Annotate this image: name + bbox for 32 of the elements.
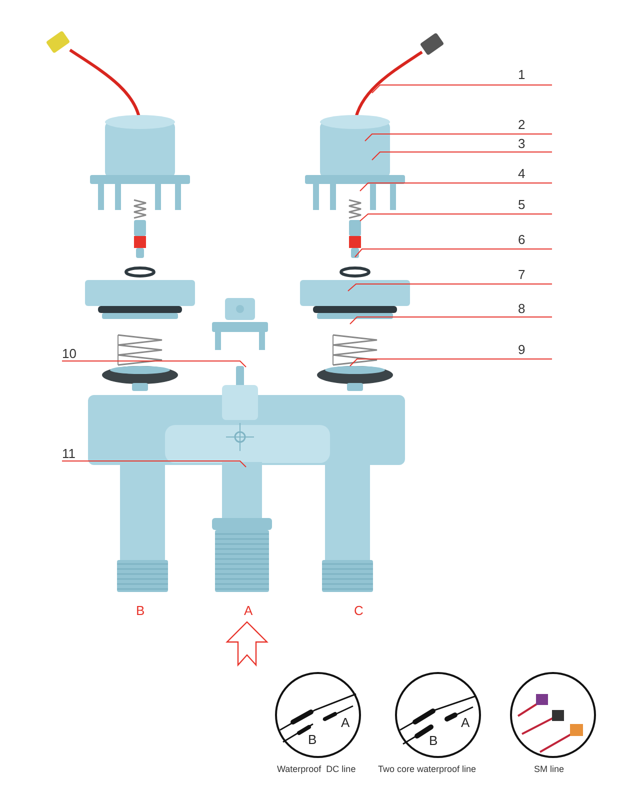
leader-line bbox=[372, 84, 552, 94]
callout-number: 8 bbox=[518, 302, 526, 316]
callout-number: 5 bbox=[518, 198, 526, 212]
inset-caption: Two core waterproof line bbox=[378, 764, 476, 775]
port-letter: C bbox=[354, 604, 364, 618]
callout-number: 1 bbox=[518, 68, 526, 82]
leader-line bbox=[372, 152, 552, 160]
leader-line bbox=[62, 460, 246, 468]
callout-number: 3 bbox=[518, 137, 526, 151]
leader-line bbox=[350, 358, 552, 366]
inset-caption: SM line bbox=[534, 764, 564, 775]
connector-letter: B bbox=[308, 733, 317, 746]
connector-letter: A bbox=[461, 716, 470, 729]
leader-line bbox=[62, 360, 246, 368]
leader-line bbox=[360, 214, 552, 222]
leader-line bbox=[348, 284, 552, 292]
callout-number: 10 bbox=[62, 347, 76, 361]
connector-letter: B bbox=[429, 734, 438, 747]
port-letter: B bbox=[136, 604, 145, 618]
leader-line bbox=[350, 316, 552, 324]
port-letter: A bbox=[244, 604, 253, 618]
callout-number: 2 bbox=[518, 118, 526, 132]
callout-number: 4 bbox=[518, 167, 526, 181]
callout-number: 6 bbox=[518, 233, 526, 247]
connector-letter: A bbox=[341, 716, 350, 729]
callout-number: 11 bbox=[62, 447, 76, 461]
leader-line bbox=[364, 134, 552, 142]
leader-line bbox=[360, 182, 552, 192]
inset-caption: Waterproof DC line bbox=[277, 764, 356, 775]
callout-number: 7 bbox=[518, 268, 526, 282]
callout-number: 9 bbox=[518, 343, 526, 357]
leader-line bbox=[354, 248, 552, 258]
